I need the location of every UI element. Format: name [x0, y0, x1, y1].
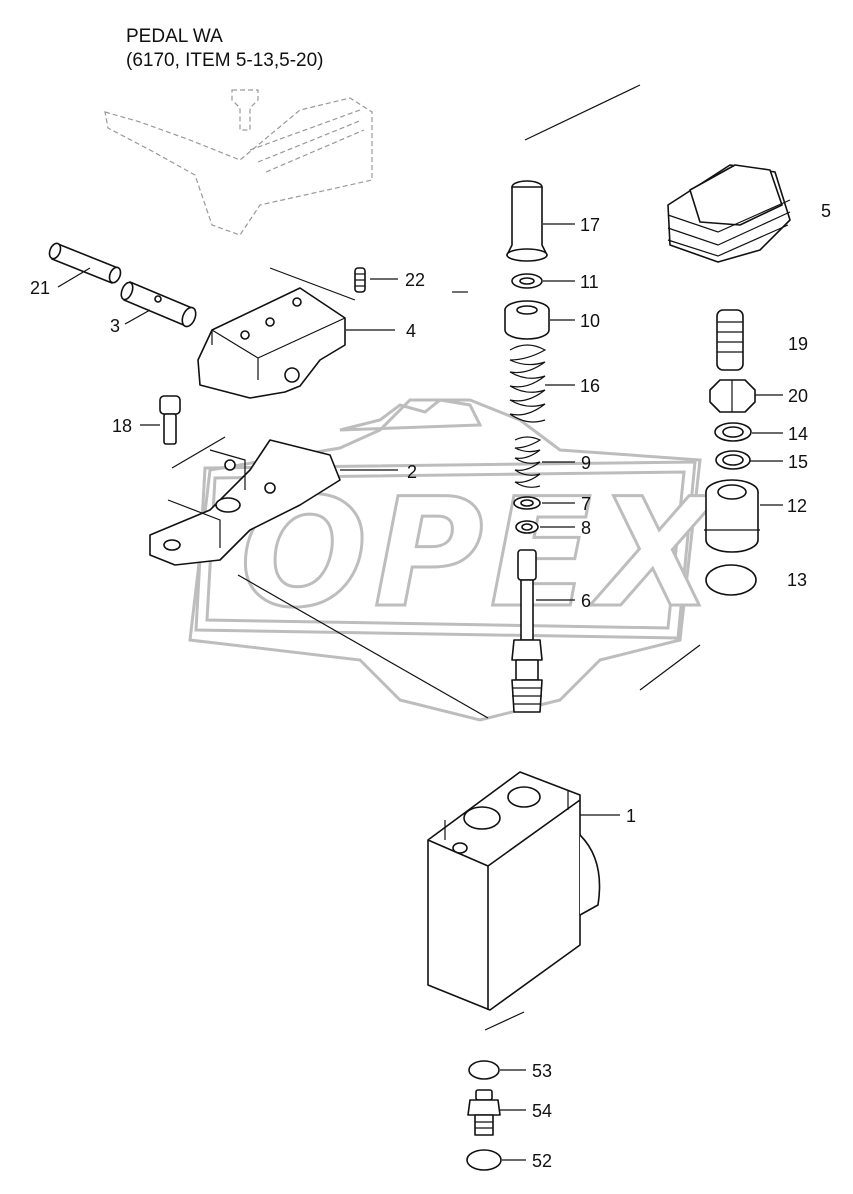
part-17-plunger[interactable] [506, 180, 548, 262]
part-6-spool[interactable] [511, 549, 543, 713]
part-4-bracket[interactable] [197, 287, 346, 399]
part-19-threaded-stud[interactable] [716, 309, 744, 371]
part-20-nut[interactable] [709, 379, 756, 413]
part-54-fitting[interactable] [467, 1089, 501, 1136]
diagram-title: PEDAL WA [126, 26, 223, 47]
callout-6: 6 [581, 591, 591, 611]
callout-2: 2 [407, 462, 417, 482]
part-21-pin[interactable] [47, 242, 122, 285]
callout-4: 4 [406, 321, 416, 341]
part-9-spring[interactable] [514, 436, 542, 488]
callout-1: 1 [626, 806, 636, 826]
callout-19: 19 [788, 334, 808, 354]
callout-9: 9 [581, 453, 591, 473]
part-18-cap-screw[interactable] [159, 395, 181, 445]
callout-18: 18 [112, 416, 132, 436]
diagram-subtitle: (6170, ITEM 5-13,5-20) [126, 50, 324, 71]
callout-20: 20 [788, 386, 808, 406]
part-12-seal-housing[interactable] [704, 479, 760, 553]
part-1-valve-body[interactable] [427, 771, 601, 1011]
callout-7: 7 [581, 494, 591, 514]
part-7-washer[interactable] [513, 496, 541, 510]
callout-15: 15 [788, 452, 808, 472]
callout-21: 21 [30, 278, 50, 298]
pedal-ghost-outline [104, 89, 373, 236]
part-8-washer[interactable] [515, 520, 539, 534]
part-14-washer[interactable] [714, 422, 752, 442]
part-3-pin[interactable] [119, 281, 198, 329]
callout-16: 16 [580, 376, 600, 396]
reference-lines [171, 84, 701, 1031]
part-11-washer[interactable] [511, 273, 543, 289]
callout-5: 5 [821, 201, 831, 221]
callout-3: 3 [110, 316, 120, 336]
leader-lines [57, 223, 783, 1161]
callout-13: 13 [787, 570, 807, 590]
part-5-boot[interactable] [667, 164, 791, 263]
part-16-spring[interactable] [509, 344, 547, 423]
watermark-text: OPEX [240, 467, 720, 641]
callout-52: 52 [532, 1151, 552, 1171]
callout-53: 53 [532, 1061, 552, 1081]
part-52-o-ring[interactable] [466, 1149, 502, 1171]
callout-22: 22 [405, 270, 425, 290]
callout-10: 10 [580, 311, 600, 331]
part-13-o-ring[interactable] [705, 564, 757, 596]
callout-14: 14 [788, 424, 808, 444]
callout-labels: 1 2 3 4 5 6 7 8 9 10 11 12 13 14 15 16 1… [30, 201, 831, 1171]
callout-11: 11 [580, 272, 599, 292]
part-10-bushing[interactable] [504, 300, 550, 340]
part-22-set-screw[interactable] [354, 267, 366, 293]
part-2-hinge-bracket[interactable] [149, 439, 341, 566]
callout-17: 17 [580, 215, 600, 235]
part-53-o-ring[interactable] [468, 1060, 500, 1080]
watermark-logo: OPEX [188, 398, 720, 722]
callout-54: 54 [532, 1101, 552, 1121]
callout-12: 12 [787, 496, 807, 516]
callout-8: 8 [581, 518, 591, 538]
part-15-washer[interactable] [715, 450, 751, 470]
